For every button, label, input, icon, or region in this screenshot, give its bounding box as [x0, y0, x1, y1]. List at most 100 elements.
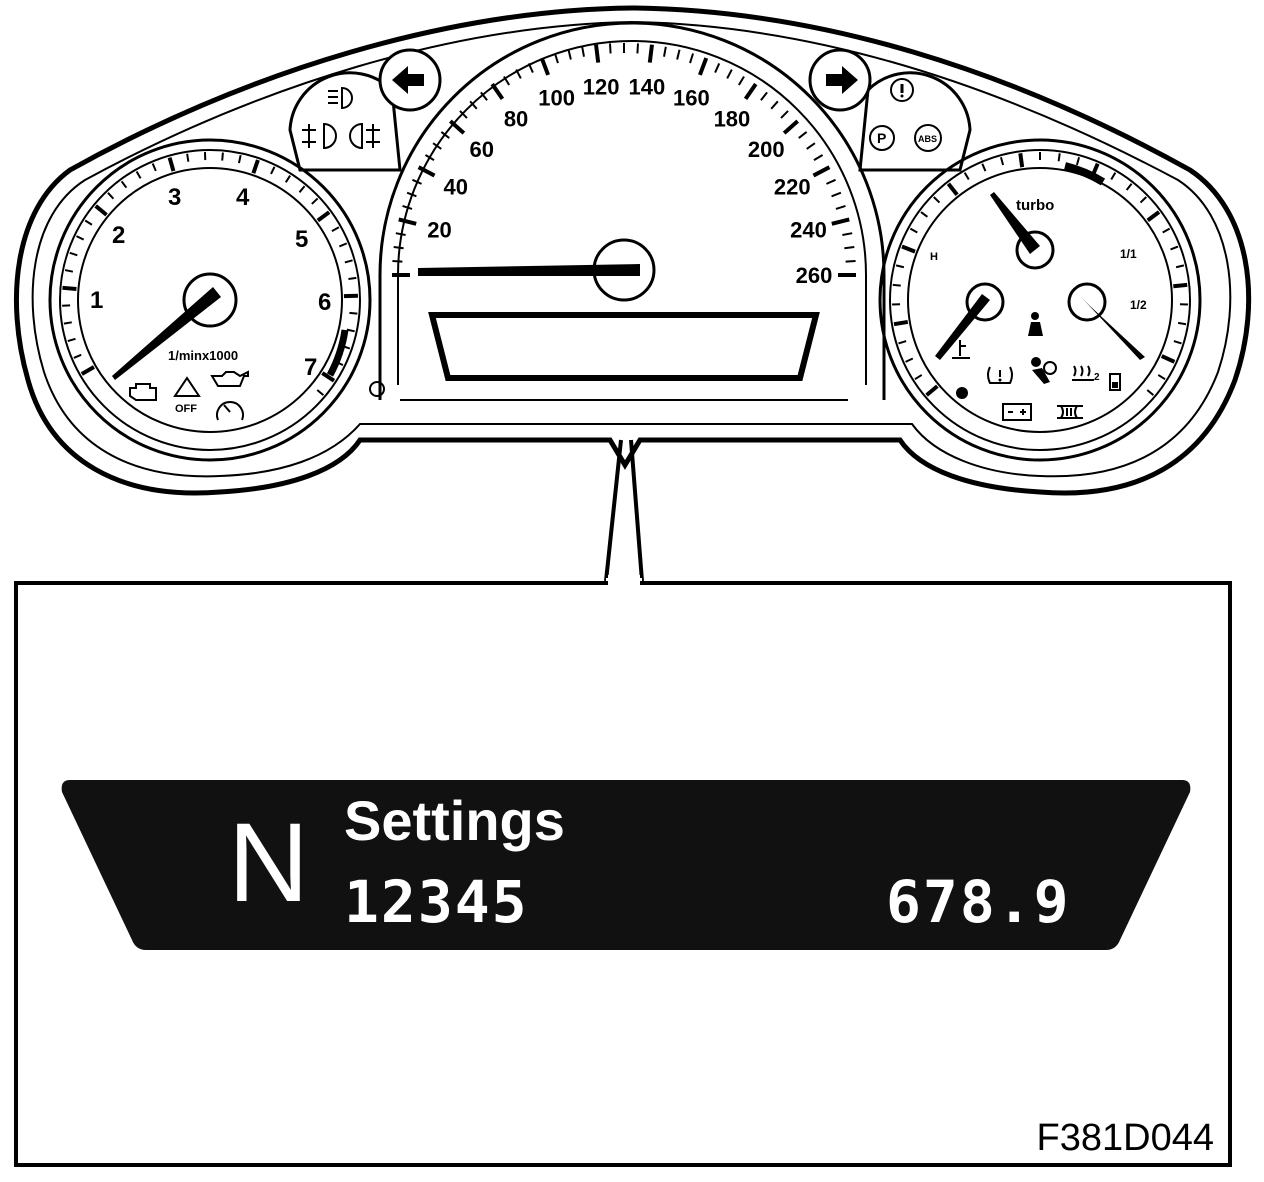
combined-gauge-tick — [1175, 264, 1185, 269]
svg-text:2: 2 — [1094, 372, 1100, 383]
combined-gauge-tick — [920, 211, 929, 218]
speed-tick — [835, 205, 846, 210]
tach-tick — [349, 311, 358, 315]
cruise-control-icon — [216, 401, 244, 421]
combined-gauge-tick — [1173, 340, 1182, 345]
speed-tick — [780, 110, 789, 119]
speed-tick — [826, 178, 836, 185]
combined-gauge-tick — [925, 384, 939, 397]
tire-pressure-icon — [987, 366, 1013, 384]
combined-gauge-tick — [901, 244, 916, 254]
brake-warning-icon — [890, 78, 914, 102]
tach-tick — [120, 180, 128, 189]
tach-tick — [107, 192, 115, 200]
combined-gauge-tick — [963, 172, 970, 180]
speed-tick — [647, 44, 654, 63]
combined-gauge-tick — [909, 227, 918, 234]
speed-label: 220 — [774, 175, 811, 200]
speed-tick — [412, 178, 422, 185]
speed-tick — [402, 205, 413, 210]
speed-tick — [844, 246, 855, 250]
temp-needle — [935, 294, 990, 360]
oil-pressure-icon — [210, 370, 249, 387]
speed-tick — [554, 53, 559, 64]
front-fog-icon — [302, 122, 337, 150]
speed-label: 180 — [714, 107, 751, 132]
speed-tick — [689, 53, 694, 64]
tach-tick — [94, 204, 108, 217]
tach-tick — [80, 365, 95, 376]
display-panel-shape — [61, 780, 1191, 950]
speedometer-tick-marks — [392, 43, 856, 277]
tach-tick — [84, 219, 93, 226]
speed-tick — [440, 131, 450, 139]
combined-gauge-tick-marks — [892, 152, 1188, 397]
combined-gauge-tick — [892, 283, 901, 287]
rear-defrost-icon: 2 — [1072, 365, 1100, 383]
turbo-scale-bar — [1063, 162, 1106, 186]
combined-gauge-tick — [1125, 183, 1133, 191]
speed-tick — [608, 43, 612, 54]
rear-fog-icon — [349, 122, 380, 150]
tach-tick — [344, 259, 353, 264]
svg-text:ABS: ABS — [918, 134, 937, 144]
speed-tick — [480, 91, 488, 101]
speed-tick — [393, 246, 404, 250]
tach-tick — [62, 285, 77, 291]
combined-gauge-tick — [1162, 227, 1171, 234]
speed-tick — [392, 259, 403, 263]
glow-plug-icon — [1057, 405, 1083, 419]
speed-tick — [395, 232, 406, 236]
speed-label: 160 — [673, 85, 710, 110]
combined-gauge: turbo H 1/1 1/2 — [878, 138, 1202, 462]
tachometer-redline — [326, 329, 349, 377]
speed-label: 140 — [629, 74, 666, 99]
figure-code: F381D044 — [1036, 1117, 1214, 1159]
tach-tick — [237, 154, 242, 164]
high-beam-icon — [328, 86, 353, 110]
combined-gauge-tick — [905, 357, 914, 363]
combined-gauge-tick — [1177, 321, 1187, 326]
combined-gauge-tick — [1146, 389, 1155, 396]
speed-tick — [398, 217, 417, 226]
trip-reset-button[interactable] — [369, 381, 385, 397]
speed-tick — [490, 82, 505, 101]
speed-label: 100 — [538, 85, 575, 110]
tach-label-3: 3 — [168, 184, 181, 211]
cluster-housing — [13, 5, 1252, 496]
speed-tick — [459, 110, 468, 119]
speed-tick — [813, 154, 824, 162]
callout-leader — [604, 439, 644, 582]
odometer-value: 12345 — [344, 868, 529, 936]
speed-label: 80 — [504, 107, 528, 132]
tach-label-2: 2 — [112, 222, 125, 249]
center-display-window — [428, 312, 820, 381]
turbo-needle — [990, 192, 1040, 254]
tachometer: 1 2 3 4 5 6 7 1/minx1000 OFF — [48, 138, 372, 462]
tach-label-6: 6 — [318, 289, 331, 316]
speed-tick — [406, 191, 417, 198]
tach-label-5: 5 — [295, 226, 308, 253]
right-indicator-panel: P ABS — [808, 48, 972, 172]
tach-tick — [167, 157, 176, 172]
combined-gauge-tick — [898, 340, 907, 345]
speed-tick — [714, 63, 721, 73]
tach-label-1: 1 — [90, 287, 103, 314]
indicator-dot — [956, 387, 968, 399]
speed-tick — [782, 119, 799, 135]
speed-label: 240 — [790, 218, 827, 243]
fuel-needle — [1082, 298, 1145, 360]
combined-gauge-tick — [1139, 196, 1147, 204]
speed-label: 40 — [444, 175, 468, 200]
tach-label-7: 7 — [304, 354, 317, 381]
abs-icon: ABS — [914, 124, 942, 152]
tach-tick — [135, 170, 142, 179]
speed-label: 20 — [427, 218, 451, 243]
tach-tick — [311, 197, 319, 205]
combined-gauge-tick — [1018, 153, 1025, 168]
speed-tick — [503, 75, 511, 86]
combined-gauge-tick — [1146, 210, 1161, 222]
check-engine-icon — [129, 383, 157, 401]
speed-tick — [770, 100, 779, 110]
